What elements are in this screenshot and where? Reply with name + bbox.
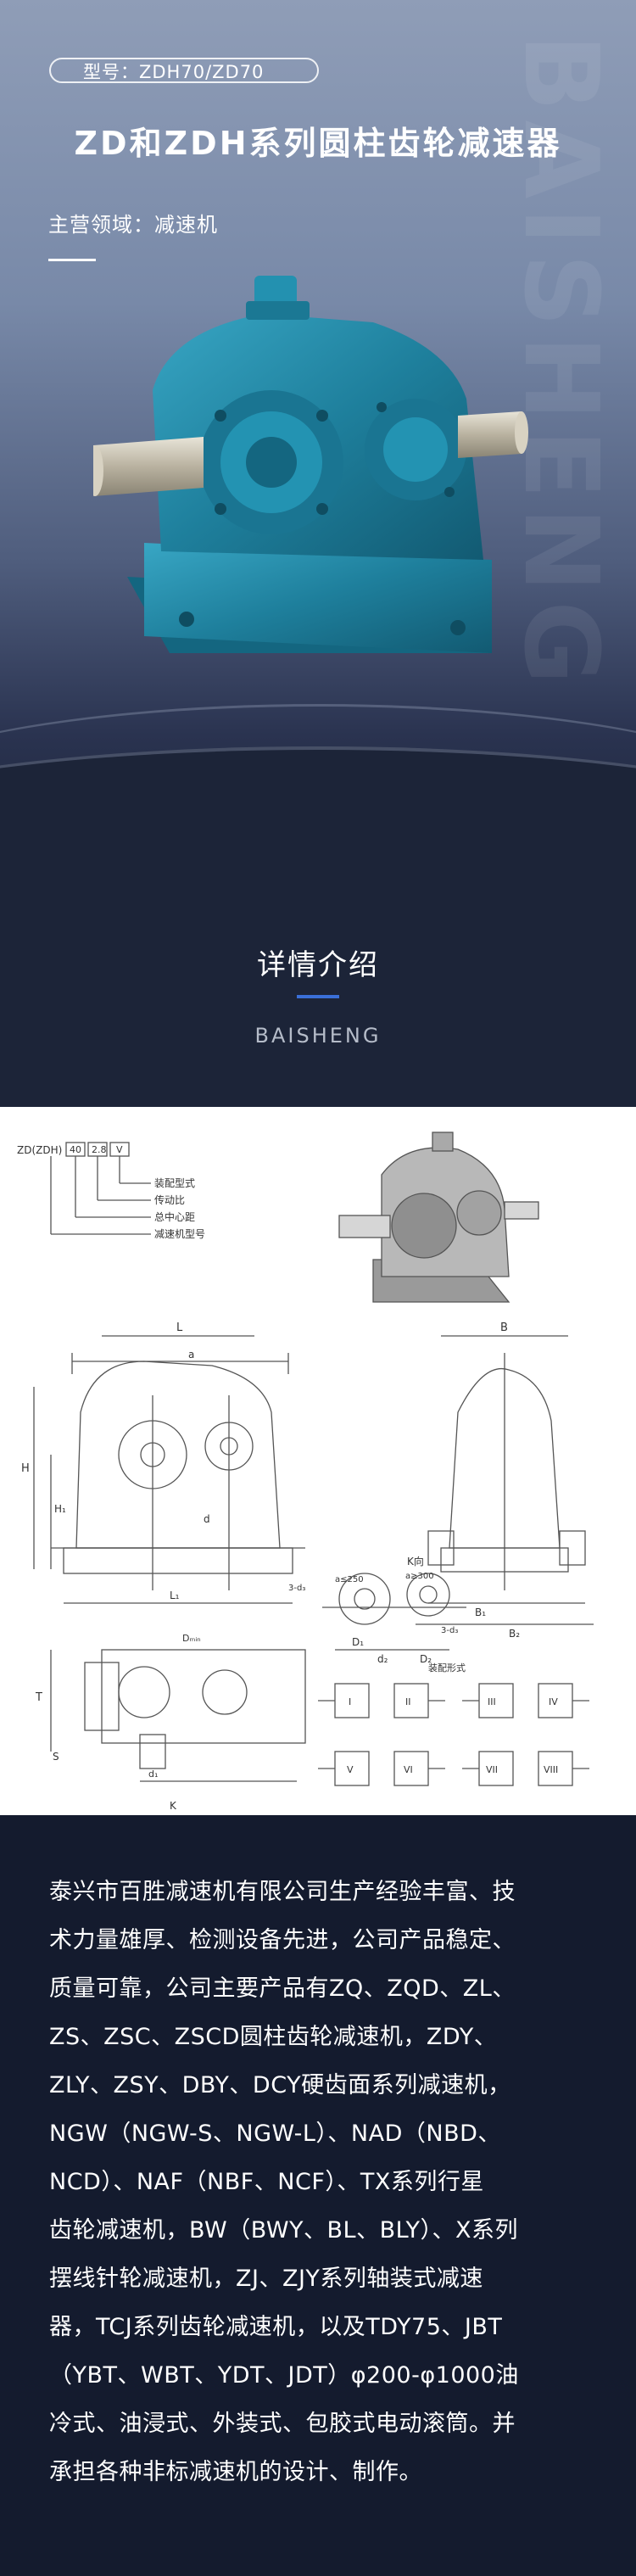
description-line: 器，TCJ系列齿轮减速机，以及TDY75、JBT (49, 2314, 503, 2340)
thread-label-3: 3-d₃ (441, 1626, 458, 1635)
model-code: ZD(ZDH) (17, 1144, 62, 1156)
brand-watermark: BAISHENG (501, 34, 619, 693)
model-label-pill: 型号：ZDH70/ZD70 (49, 58, 319, 83)
dimension-drawing-svg: ZD(ZDH) 40 2.8 V 装配型式 传动比 总中心距 减速机型号 L a… (17, 1132, 594, 1812)
description-line: 冷式、油浸式、外装式、包胶式电动滚筒。并 (49, 2411, 516, 2437)
dim-B: B (500, 1322, 508, 1334)
legend-item-ratio: 传动比 (154, 1193, 185, 1206)
assembly-type-VII: VII (486, 1764, 498, 1775)
assembly-title: 装配形式 (428, 1662, 466, 1674)
dim-D1: D₁ (352, 1636, 364, 1648)
assembly-type-II: II (405, 1696, 411, 1707)
details-title: 详情介绍 (257, 948, 379, 982)
thread-label-0: 3-d₃ (288, 1584, 305, 1593)
model-code-box-3: V (116, 1144, 123, 1155)
dim-B2: B₂ (509, 1628, 520, 1640)
dim-T: T (35, 1691, 42, 1704)
decorative-arc (0, 704, 636, 865)
details-accent-line (297, 995, 339, 998)
product-title: ZD和ZDH系列圆柱齿轮减速器 (74, 125, 562, 162)
gearbox-product-image (93, 276, 528, 653)
decorative-arc-base (0, 746, 636, 865)
technical-drawing: ZD(ZDH) 40 2.8 V 装配型式 传动比 总中心距 减速机型号 L a… (0, 1107, 636, 1815)
dim-d2: d₂ (377, 1653, 388, 1665)
model-code-box-2: 2.8 (92, 1144, 107, 1155)
dim-K: K (170, 1800, 177, 1812)
description-line: 承担各种非标减速机的设计、制作。 (49, 2459, 422, 2485)
description-line: 质量可靠，公司主要产品有ZQ、ZQD、ZL、 (49, 1975, 516, 2002)
description-line: NCD）、NAF（NBF、NCF）、TX系列行星 (49, 2169, 484, 2195)
assembly-type-III: III (488, 1696, 496, 1707)
assembly-type-I: I (349, 1696, 351, 1707)
thread-label-2: a≥300 (405, 1572, 434, 1581)
dim-Dmin: Dₘᵢₙ (182, 1633, 201, 1644)
company-description: 泰兴市百胜减速机有限公司生产经验丰富、技 术力量雄厚、检测设备先进，公司产品稳定… (0, 1815, 636, 2576)
dim-L1: L₁ (170, 1590, 180, 1601)
domain-label: 主营领域：减速机 (48, 213, 218, 237)
legend-item-model: 减速机型号 (154, 1228, 205, 1240)
description-line: ZLY、ZSY、DBY、DCY硬齿面系列减速机， (49, 2072, 511, 2098)
dim-d1: d₁ (148, 1769, 158, 1780)
details-section-header: 详情介绍 BAISHENG (0, 865, 636, 1107)
description-line: （YBT、WBT、YDT、JDT）φ200-φ1000油 (49, 2362, 519, 2389)
dim-B1: B₁ (475, 1607, 486, 1618)
assembly-type-VIII: VIII (544, 1764, 558, 1775)
model-code-box-1: 40 (70, 1144, 81, 1155)
dim-D2: D₂ (420, 1653, 432, 1665)
assembly-type-V: V (347, 1764, 354, 1775)
domain-divider (48, 259, 96, 261)
dim-a: a (188, 1349, 194, 1361)
thread-label-1: a≤250 (335, 1575, 364, 1584)
dim-d: d (204, 1513, 210, 1525)
description-line: 泰兴市百胜减速机有限公司生产经验丰富、技 (49, 1879, 516, 1905)
k-view-label: K向 (407, 1555, 424, 1567)
legend-item-center-distance: 总中心距 (154, 1210, 195, 1223)
description-text: 泰兴市百胜减速机有限公司生产经验丰富、技 术力量雄厚、检测设备先进，公司产品稳定… (49, 1868, 592, 2496)
dim-L: L (176, 1322, 183, 1334)
description-line: 摆线针轮减速机，ZJ、ZJY系列轴装式减速 (49, 2266, 483, 2292)
dim-H1: H₁ (54, 1503, 66, 1515)
dim-H: H (21, 1462, 30, 1475)
assembly-type-VI: VI (404, 1764, 413, 1775)
description-line: 齿轮减速机，BW（BWY、BL、BLY）、X系列 (49, 2217, 519, 2244)
description-line: 术力量雄厚、检测设备先进，公司产品稳定、 (49, 1927, 516, 1953)
description-line: ZS、ZSC、ZSCD圆柱齿轮减速机，ZDY、 (49, 2024, 498, 2050)
dim-S: S (53, 1751, 59, 1763)
assembly-type-IV: IV (549, 1696, 558, 1707)
details-subtitle: BAISHENG (254, 1024, 382, 1048)
description-line: NGW（NGW-S、NGW-L）、NAD（NBD、 (49, 2121, 501, 2147)
hero-banner: BAISHENG 型号：ZDH70/ZD70 ZD和ZDH系列圆柱齿轮减速器 主… (0, 0, 636, 865)
legend-item-assembly: 装配型式 (154, 1177, 195, 1189)
